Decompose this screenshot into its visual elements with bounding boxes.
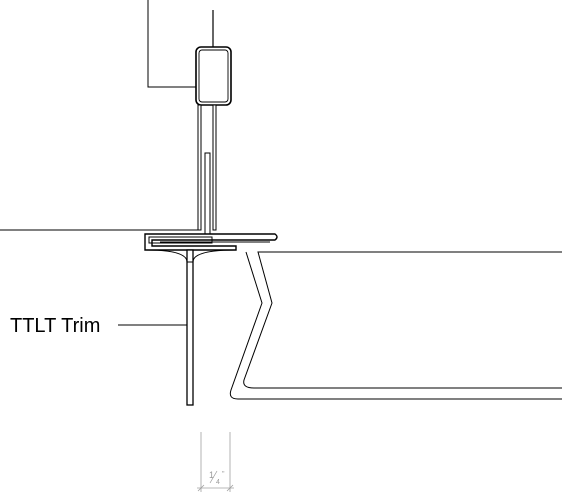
- trim-vertical-stem: [186, 249, 194, 406]
- trim-hem-return: [148, 236, 213, 244]
- trim-tee-shoulder: [145, 249, 237, 263]
- trim-callout-label: TTLT Trim: [10, 315, 100, 337]
- carrier-tube-inner: [198, 49, 229, 103]
- dimension-numerator: 1: [209, 470, 214, 480]
- vertical-plate-right: [212, 104, 217, 231]
- angle-clip-vertical-leg: [204, 152, 211, 236]
- dimension-denominator: 4: [216, 479, 220, 486]
- dimension-unit-mark: ": [222, 471, 225, 478]
- ceiling-panel-edge: [229, 251, 562, 400]
- upper-leader-line: [147, 0, 198, 88]
- dimension-tick-right: [226, 484, 234, 492]
- carrier-tube-outer: [195, 46, 232, 106]
- ceiling-panel-outline: [243, 251, 562, 389]
- dimension-tick-left: [197, 484, 205, 492]
- vertical-plate-left: [197, 104, 202, 231]
- trim-horizontal-flange: [144, 233, 278, 251]
- dimension-fraction-bar: [209, 470, 218, 484]
